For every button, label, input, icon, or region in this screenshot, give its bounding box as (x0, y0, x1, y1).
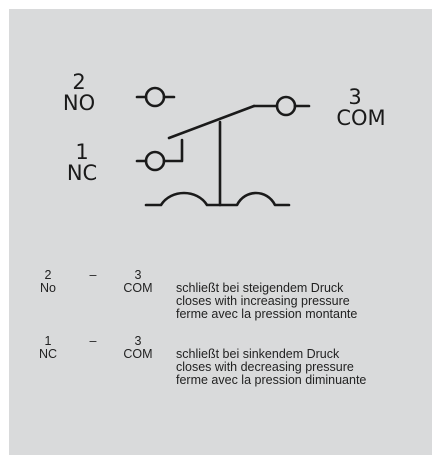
switch-schematic: 2 NO 1 NC 3 COM (63, 70, 386, 207)
legend-to-number: 3 (134, 334, 142, 348)
terminal-1-number: 1 (75, 140, 88, 164)
terminal-3-symbol (252, 95, 311, 117)
legend-from-number: 1 (44, 334, 52, 348)
legend-dash: – (89, 268, 97, 282)
legend-desc-fr: ferme avec la pression diminuante (176, 373, 367, 387)
legend-from-name: NC (38, 347, 58, 361)
terminal-2-number: 2 (72, 70, 85, 94)
terminal-2-symbol (135, 86, 176, 108)
legend-desc-fr: ferme avec la pression montante (176, 307, 358, 321)
diagram-panel (9, 9, 432, 455)
terminal-2-label: NO (63, 91, 95, 115)
terminal-1-symbol (135, 138, 184, 172)
terminal-3-label: COM (336, 106, 385, 130)
legend-to-number: 3 (134, 268, 142, 282)
terminal-3-number: 3 (348, 85, 361, 109)
legend-desc-en: closes with decreasing pressure (176, 360, 354, 374)
legend-from-number: 2 (44, 268, 52, 282)
pressure-diaphragm (144, 191, 291, 207)
legend-desc-de: schließt bei steigendem Druck (176, 281, 344, 295)
legend-from-name: No (40, 281, 56, 295)
legend-dash: – (89, 334, 97, 348)
legend-to-name: COM (123, 281, 153, 295)
legend-to-name: COM (123, 347, 153, 361)
contact-lever (167, 104, 256, 140)
legend-desc-en: closes with increasing pressure (176, 294, 350, 308)
legend-desc-de: schließt bei sinkendem Druck (176, 347, 340, 361)
terminal-1-label: NC (67, 161, 97, 185)
